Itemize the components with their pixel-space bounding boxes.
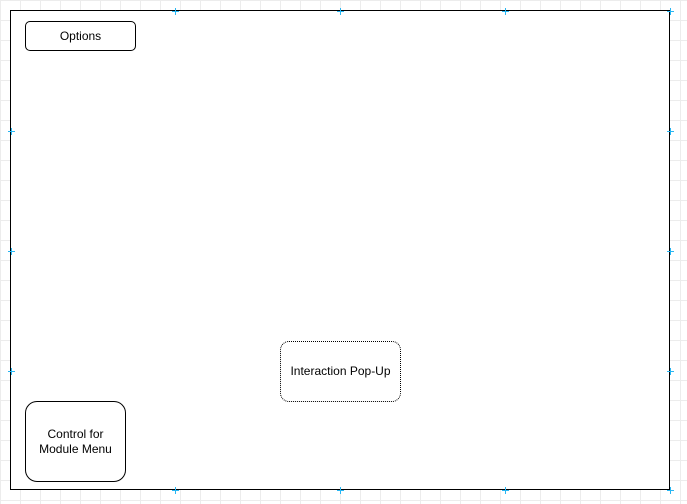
connection-point-icon[interactable] bbox=[502, 487, 509, 494]
interaction-popup-box[interactable]: Interaction Pop-Up bbox=[280, 341, 401, 402]
connection-point-icon[interactable] bbox=[667, 128, 674, 135]
connection-point-icon[interactable] bbox=[172, 487, 179, 494]
connection-point-icon[interactable] bbox=[8, 368, 15, 375]
connection-point-icon[interactable] bbox=[337, 8, 344, 15]
connection-point-icon[interactable] bbox=[8, 128, 15, 135]
connection-point-icon[interactable] bbox=[8, 248, 15, 255]
connection-point-icon[interactable] bbox=[667, 248, 674, 255]
connection-point-icon[interactable] bbox=[667, 8, 674, 15]
connection-point-icon[interactable] bbox=[667, 368, 674, 375]
connection-point-icon[interactable] bbox=[337, 487, 344, 494]
connection-point-icon[interactable] bbox=[172, 8, 179, 15]
connection-point-icon[interactable] bbox=[667, 487, 674, 494]
options-button[interactable]: Options bbox=[25, 21, 136, 51]
module-menu-control-box[interactable]: Control for Module Menu bbox=[25, 401, 126, 482]
connection-point-icon[interactable] bbox=[502, 8, 509, 15]
